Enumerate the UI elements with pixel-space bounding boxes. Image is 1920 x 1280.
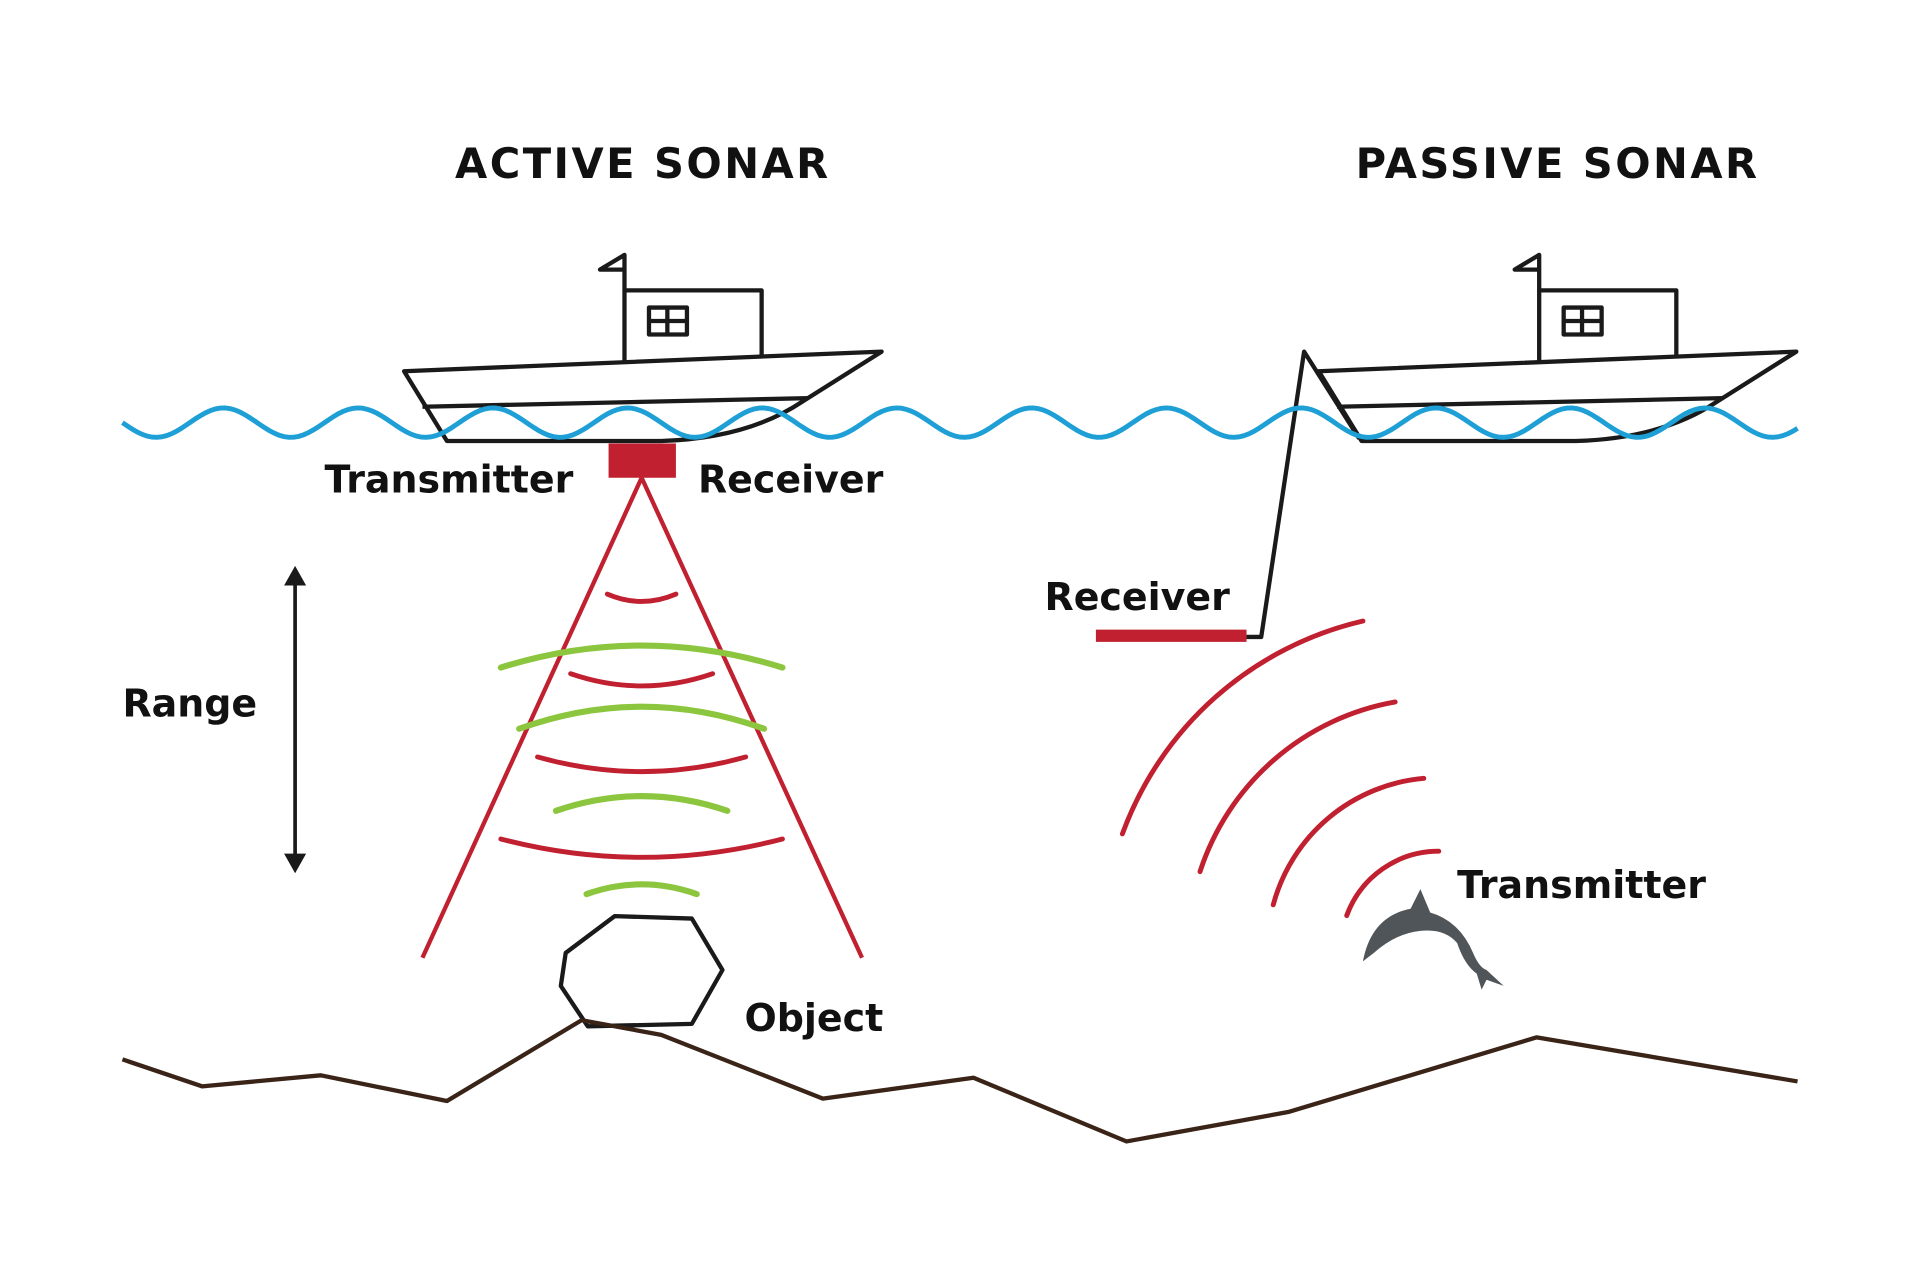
water-surface [121,405,1799,440]
ping-wave-arc [568,671,716,689]
active-transmitter-label: Transmitter [324,457,573,501]
dolphin-sound-waves [1119,618,1442,919]
sonar-beam-cone [420,476,864,959]
active-sonar-title: ACTIVE SONAR [455,139,831,188]
echo-wave-arc [497,642,786,671]
echo-wave-arc [552,793,731,814]
active-receiver-label: Receiver [698,457,884,501]
ping-wave-arc [498,836,785,860]
dolphin-icon [1362,889,1504,990]
hydrophone-cable [1246,349,1361,640]
passive-receiver-label: Receiver [1044,575,1230,619]
range-arrow [284,565,307,874]
passive-transmitter-label: Transmitter [1457,863,1706,907]
passive-sonar-title: PASSIVE SONAR [1356,139,1760,188]
ping-wave-arc [604,591,679,604]
passive-wave-arc [1119,618,1366,837]
echo-wave-arc [516,703,768,732]
object-rock [558,913,725,1029]
active-boat [401,252,884,444]
ping-wave-arc [535,754,749,775]
passive-wave-arc [1270,775,1427,908]
passive-wave-arc [1197,699,1398,875]
range-label: Range [122,682,257,726]
echo-wave-arc [583,881,700,898]
seabed [121,1018,1798,1144]
sonar-waves [497,591,786,898]
object-label: Object [744,996,883,1040]
passive-boat [1316,252,1799,444]
passive-wave-arc [1344,848,1442,919]
transducer [608,443,676,478]
